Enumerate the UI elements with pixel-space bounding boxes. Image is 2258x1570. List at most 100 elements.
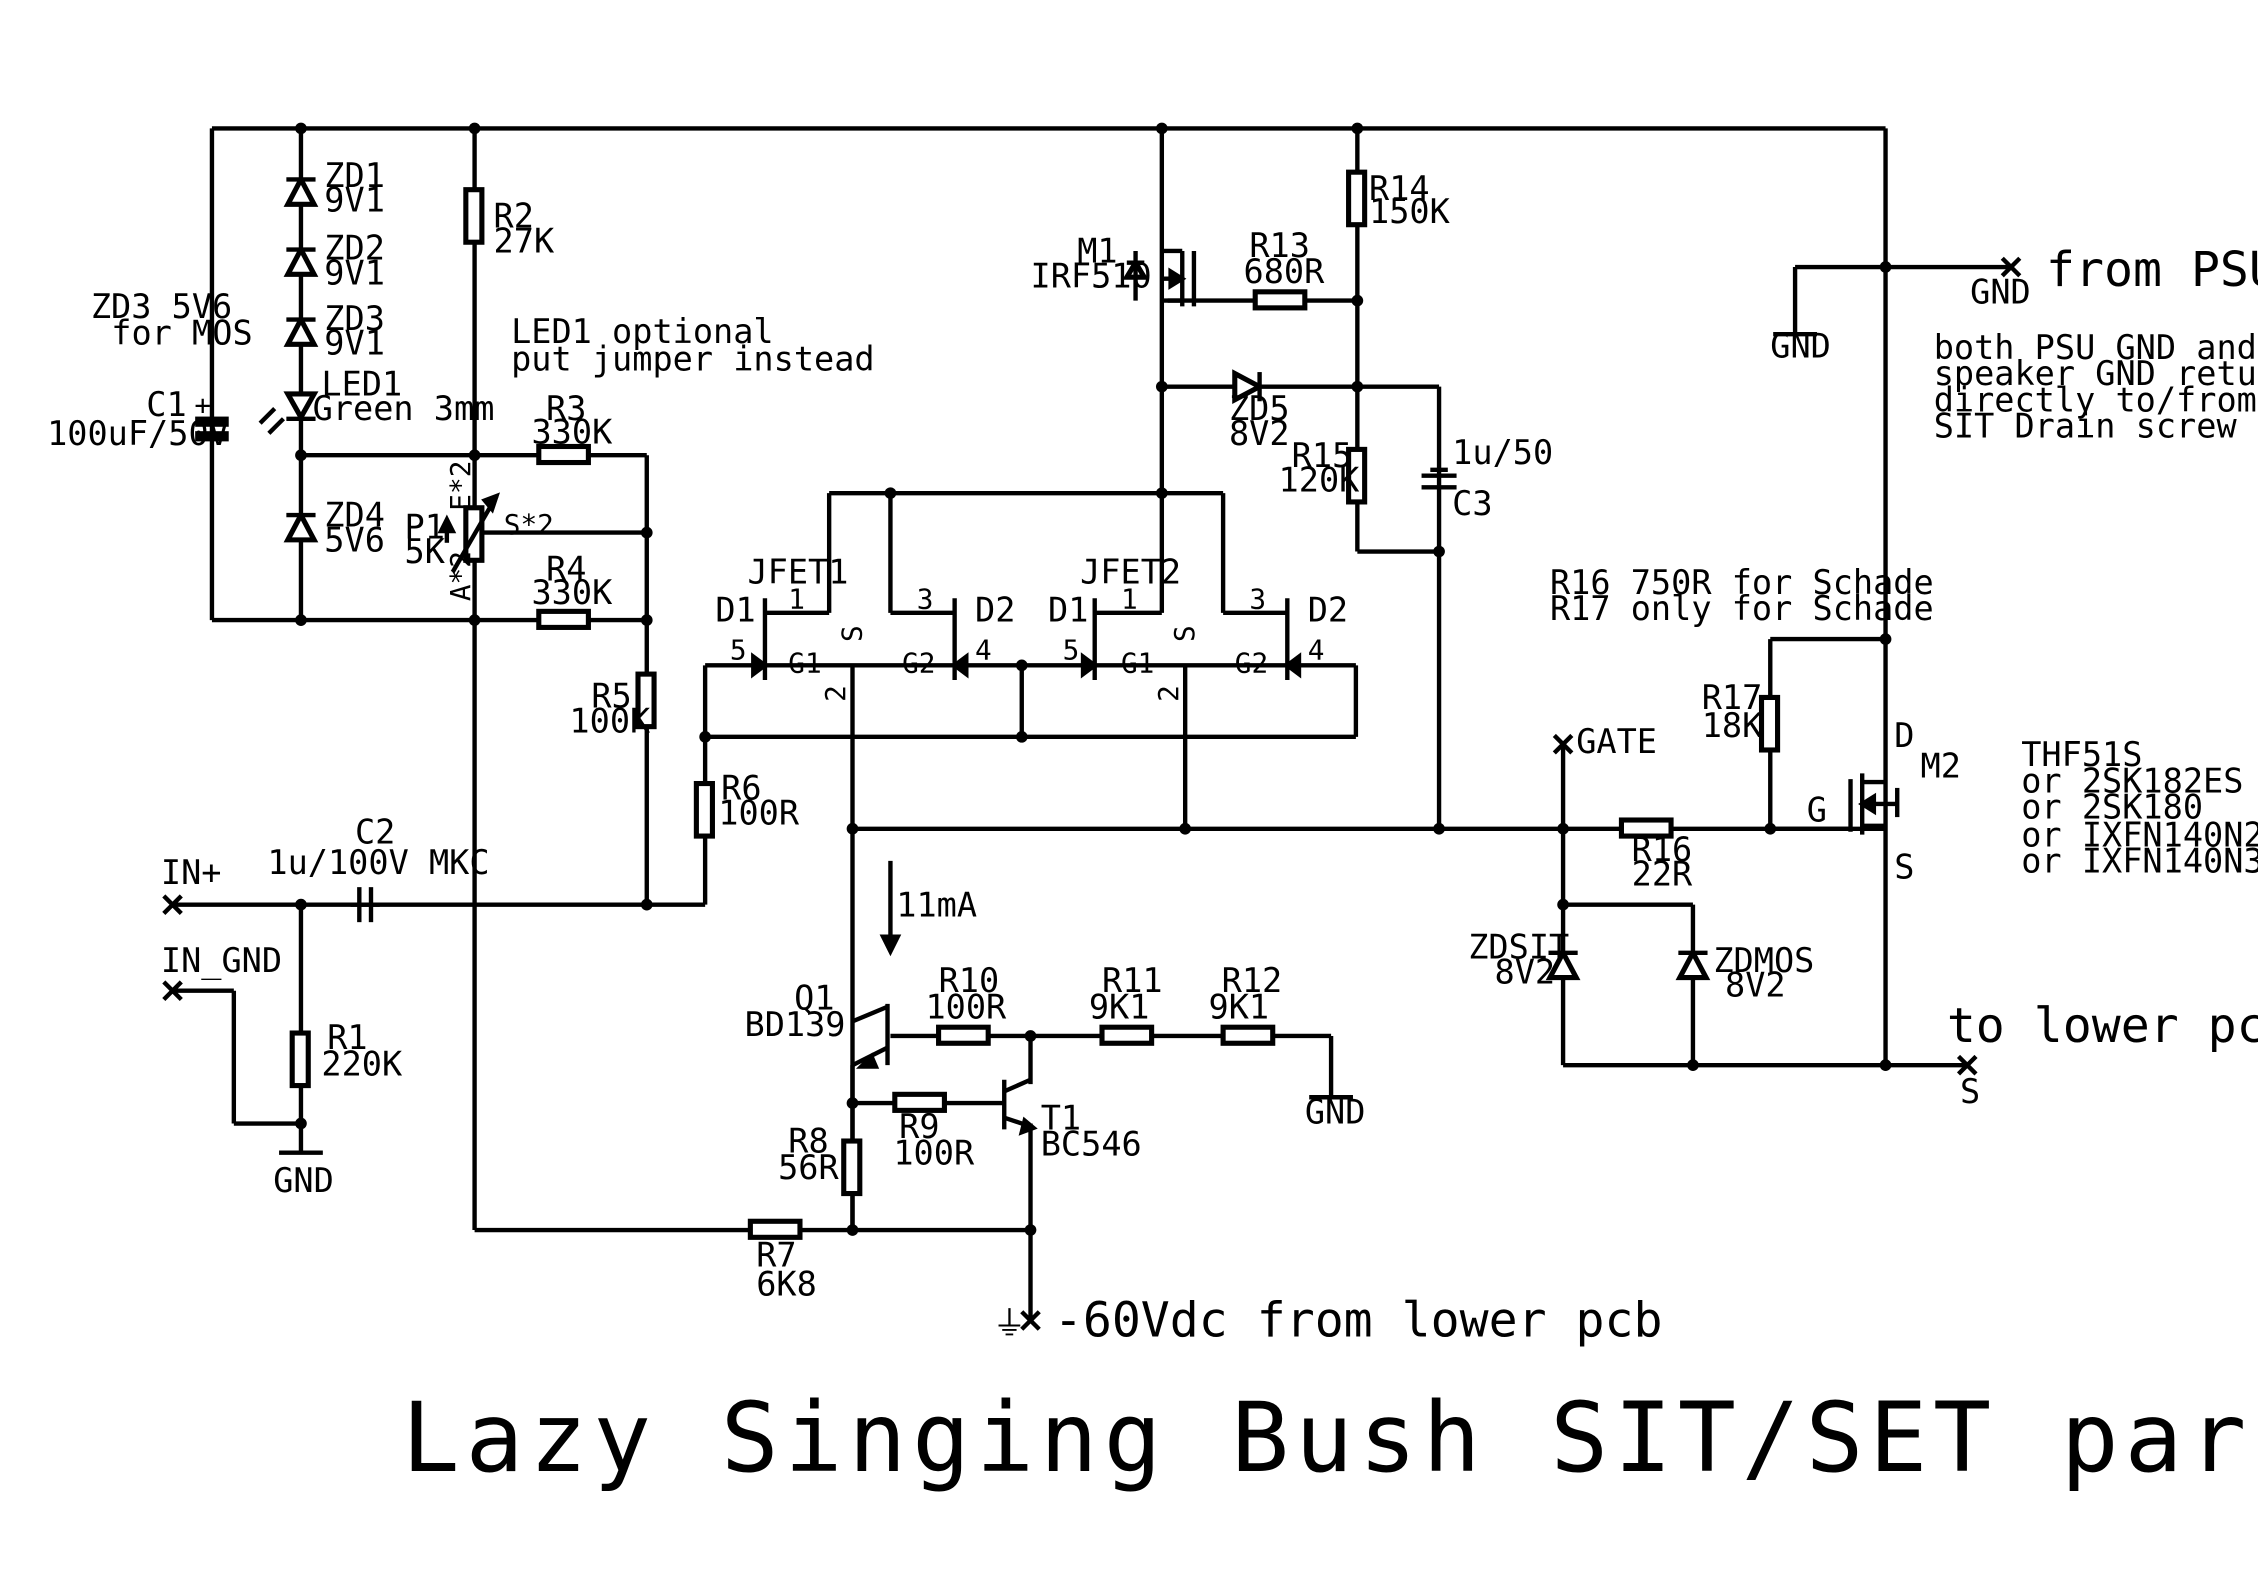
jfet1-g1: G1 — [788, 647, 821, 680]
zd1-name: ZD1 — [324, 156, 385, 195]
jfet1-name: JFET1 — [747, 553, 848, 592]
jfet2-pin2: 2 — [1152, 685, 1185, 702]
r16-name: R16 — [1632, 830, 1693, 869]
psu-note-2: speaker GND return — [1934, 354, 2258, 393]
c2-symbol — [350, 887, 380, 923]
p1-value: 5K — [405, 532, 446, 571]
r2-symbol — [463, 187, 485, 245]
r6-value: 100R — [718, 793, 800, 832]
r1-value: 220K — [321, 1044, 403, 1083]
led-note-1: LED1 optional — [511, 312, 774, 351]
m2-d-label: D — [1894, 716, 1914, 755]
gnd-psu-label: GND — [1770, 326, 1831, 365]
jfet1-d2: D2 — [975, 591, 1015, 630]
r3-value: 330K — [531, 413, 613, 452]
r1-symbol — [289, 1030, 311, 1089]
r13-value: 680R — [1244, 252, 1326, 291]
r5-name: R5 — [591, 677, 631, 716]
jfet2-pin5: 5 — [1063, 634, 1080, 667]
r9-name: R9 — [899, 1107, 939, 1146]
r17-name: R17 — [1702, 678, 1763, 717]
r3-symbol — [536, 443, 591, 466]
zdsit-name: ZDSIT — [1468, 928, 1569, 967]
zdmos-symbol — [1675, 947, 1711, 981]
m2-option-5: or IXFN140N30P — [2021, 842, 2258, 881]
jfet1-pin5: 5 — [730, 634, 747, 667]
r11-name: R11 — [1102, 961, 1163, 1000]
r5-symbol — [635, 671, 657, 730]
r13-name: R13 — [1249, 226, 1310, 265]
zd3-value: 9V1 — [324, 324, 385, 363]
zd5-value: 8V2 — [1229, 414, 1290, 453]
r11-symbol — [1099, 1024, 1155, 1046]
r13-symbol — [1252, 289, 1308, 311]
q1-value: BD139 — [745, 1005, 846, 1044]
zdmos-value: 8V2 — [1725, 966, 1786, 1005]
jfet2-g1: G1 — [1121, 647, 1154, 680]
r17-value: 18K — [1702, 706, 1763, 745]
r2-name: R2 — [494, 197, 534, 236]
zd4-value: 5V6 — [324, 521, 385, 560]
zd4-name: ZD4 — [324, 496, 385, 535]
r14-value: 150K — [1369, 192, 1451, 231]
p1-pin-a: A*2 — [444, 551, 477, 601]
led1-value: Green 3mm — [313, 389, 495, 428]
r4-name: R4 — [546, 550, 586, 589]
jfet1-d1: D1 — [715, 591, 755, 630]
zd1-symbol — [283, 174, 319, 207]
r17-symbol — [1758, 694, 1781, 753]
r5-value: 100K — [569, 701, 651, 740]
m1-name: M1 — [1077, 232, 1117, 271]
jfet2-pin1: 1 — [1121, 582, 1138, 615]
psu-note-4: SIT Drain screw — [1934, 407, 2238, 446]
r14-symbol — [1346, 169, 1368, 228]
r6-name: R6 — [721, 769, 761, 808]
s-out-label: S — [1960, 1072, 1980, 1111]
r15-name: R15 — [1292, 436, 1353, 475]
t1-value: BC546 — [1041, 1125, 1142, 1164]
zd2-name: ZD2 — [324, 229, 385, 268]
port-markers — [162, 256, 2022, 1331]
c1-value: 100uF/50V — [47, 414, 229, 453]
zd5-name: ZD5 — [1229, 389, 1290, 428]
jfet1-pin4: 4 — [975, 634, 992, 667]
schade-note-1: R16 750R for Schade — [1550, 563, 1934, 602]
jfet2-s: S — [1168, 625, 1201, 642]
r10-symbol — [936, 1024, 991, 1046]
m2-s-label: S — [1894, 847, 1914, 886]
m2-option-2: or 2SK182ES — [2021, 761, 2243, 800]
m2-option-4: or IXFN140N20P — [2021, 815, 2258, 854]
t1-name: T1 — [1041, 1098, 1081, 1137]
m2-option-1: THF51S — [2021, 735, 2142, 774]
r7-value: 6K8 — [756, 1265, 817, 1304]
gnd-psu-top-label: GND — [1970, 272, 2031, 311]
r6-symbol — [693, 780, 715, 839]
r9-value: 100R — [893, 1133, 975, 1172]
p1-pin-s: S*2 — [504, 508, 554, 541]
p1-pin-e: E*2 — [444, 461, 477, 511]
jfet1-symbol — [751, 598, 969, 680]
r8-value: 56R — [778, 1148, 839, 1187]
c2-name: C2 — [355, 812, 395, 851]
m2-name: M2 — [1921, 747, 1961, 786]
zdmos-name: ZDMOS — [1713, 941, 1814, 980]
r14-name: R14 — [1369, 169, 1430, 208]
r3-name: R3 — [546, 389, 586, 428]
r15-symbol — [1346, 446, 1368, 505]
gnd-r12-label: GND — [1305, 1093, 1366, 1132]
jfet2-name: JFET2 — [1080, 553, 1181, 592]
jfet2-pin4: 4 — [1308, 634, 1325, 667]
led1-symbol — [258, 391, 319, 435]
zd2-symbol — [283, 244, 319, 277]
current-label: 11mA — [896, 885, 977, 924]
to-lower-pcb-label: to lower pcb — [1947, 998, 2258, 1054]
r15-value: 120K — [1279, 461, 1361, 500]
m1-symbol — [1122, 248, 1197, 307]
psu-note-3: directly to/from — [1934, 380, 2257, 419]
zd3-symbol — [283, 314, 319, 347]
zd3-name: ZD3 — [324, 299, 385, 338]
r2-value: 27K — [494, 221, 555, 260]
c1-name: C1 — [146, 385, 186, 424]
led1-name: LED1 — [321, 364, 402, 403]
